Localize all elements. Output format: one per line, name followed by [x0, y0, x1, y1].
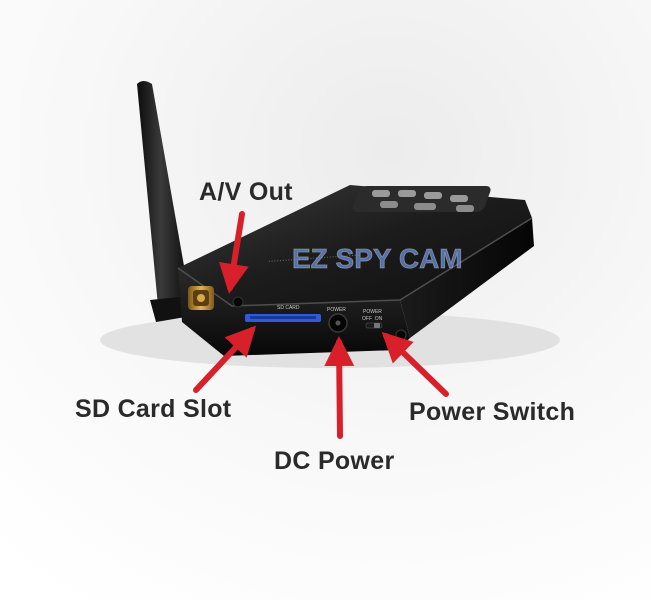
power-switch-title-label: POWER: [363, 309, 382, 315]
power-panel-label: POWER: [327, 307, 346, 313]
arrow-sd-card-slot: [193, 325, 257, 393]
antenna-connector: [188, 286, 214, 310]
callout-power-switch: Power Switch: [409, 398, 576, 426]
arrow-dc-power: [324, 336, 355, 439]
callout-sd-card-slot: SD Card Slot: [75, 395, 232, 423]
device-side-face: [400, 218, 534, 338]
device-top-face: [178, 185, 532, 306]
sd-card-panel-label: SD CARD: [277, 305, 300, 311]
av-out-jack: [232, 296, 244, 308]
dc-power-jack: POWER: [327, 307, 348, 333]
arrow-power-switch: [381, 331, 449, 397]
callout-av-out: A/V Out: [199, 178, 293, 206]
callout-dc-power: DC Power: [274, 447, 395, 475]
power-switch-states-label: OFF ON: [362, 316, 383, 322]
sd-card-slot: SD CARD: [245, 305, 321, 322]
callout-arrows: [193, 211, 449, 439]
arrow-av-out: [219, 211, 249, 294]
brand-watermark: EZ SPY CAM: [292, 243, 463, 274]
top-button-panel: [352, 186, 491, 212]
